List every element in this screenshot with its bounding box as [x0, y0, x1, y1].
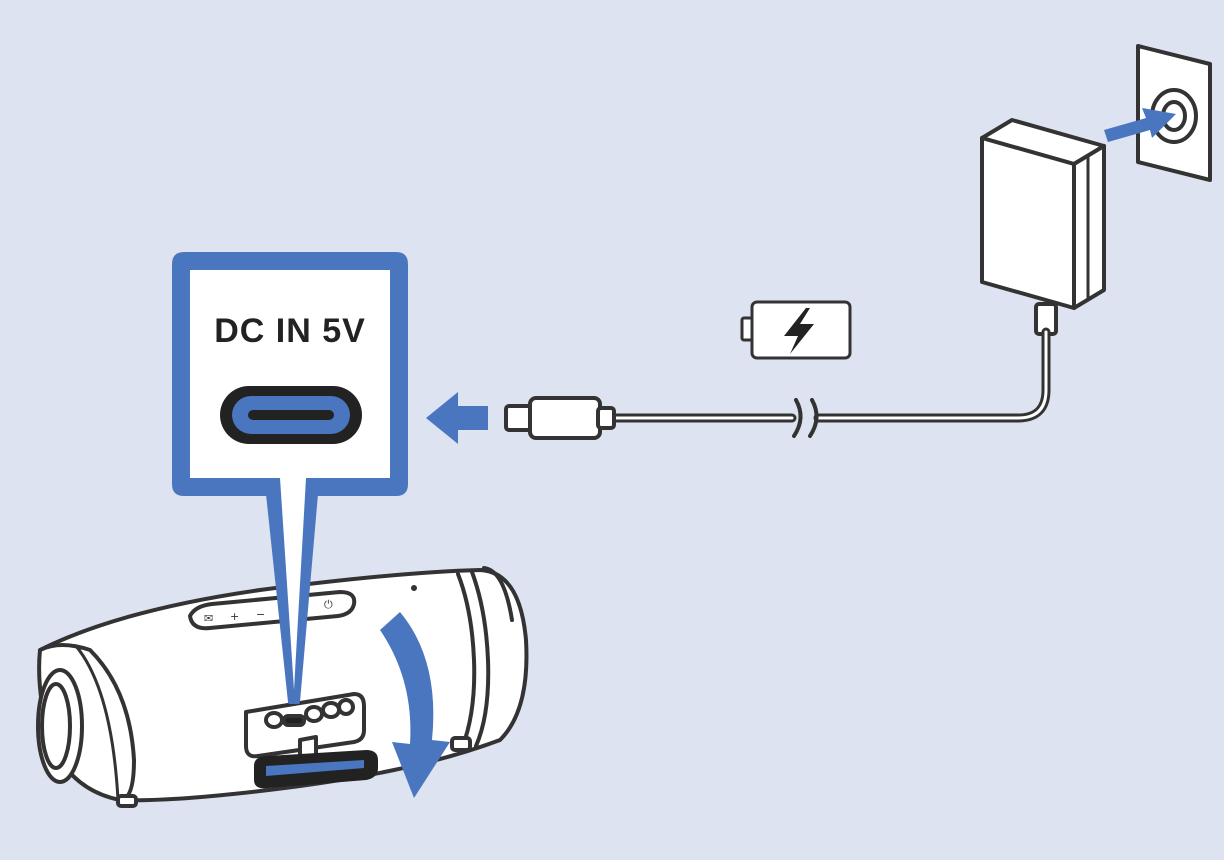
- wall-outlet-icon: [1136, 44, 1212, 182]
- port-label: DC IN 5V: [214, 312, 366, 350]
- arrow-right-icon: [1104, 108, 1176, 142]
- curved-arrow-down-icon: [380, 612, 450, 798]
- speaker-button-volume-up: +: [230, 610, 239, 623]
- battery-charging-icon: [740, 300, 852, 360]
- speaker-button-bluetooth: ✉: [204, 612, 213, 625]
- speaker-port-panel: [244, 692, 366, 766]
- port-callout: DC IN 5V: [172, 252, 408, 704]
- speaker-button-power: ⏻: [324, 598, 333, 611]
- speaker-control-buttons: ✉ + − ⏻: [204, 598, 333, 625]
- charging-cable: [605, 327, 1051, 438]
- speaker-button-volume-down: −: [256, 608, 265, 621]
- speaker-port-flap: [254, 749, 378, 789]
- usb-c-port-icon: [220, 386, 362, 444]
- arrow-left-icon: [426, 392, 488, 444]
- ac-adapter-icon: [980, 118, 1106, 336]
- usb-c-plug: [504, 396, 616, 440]
